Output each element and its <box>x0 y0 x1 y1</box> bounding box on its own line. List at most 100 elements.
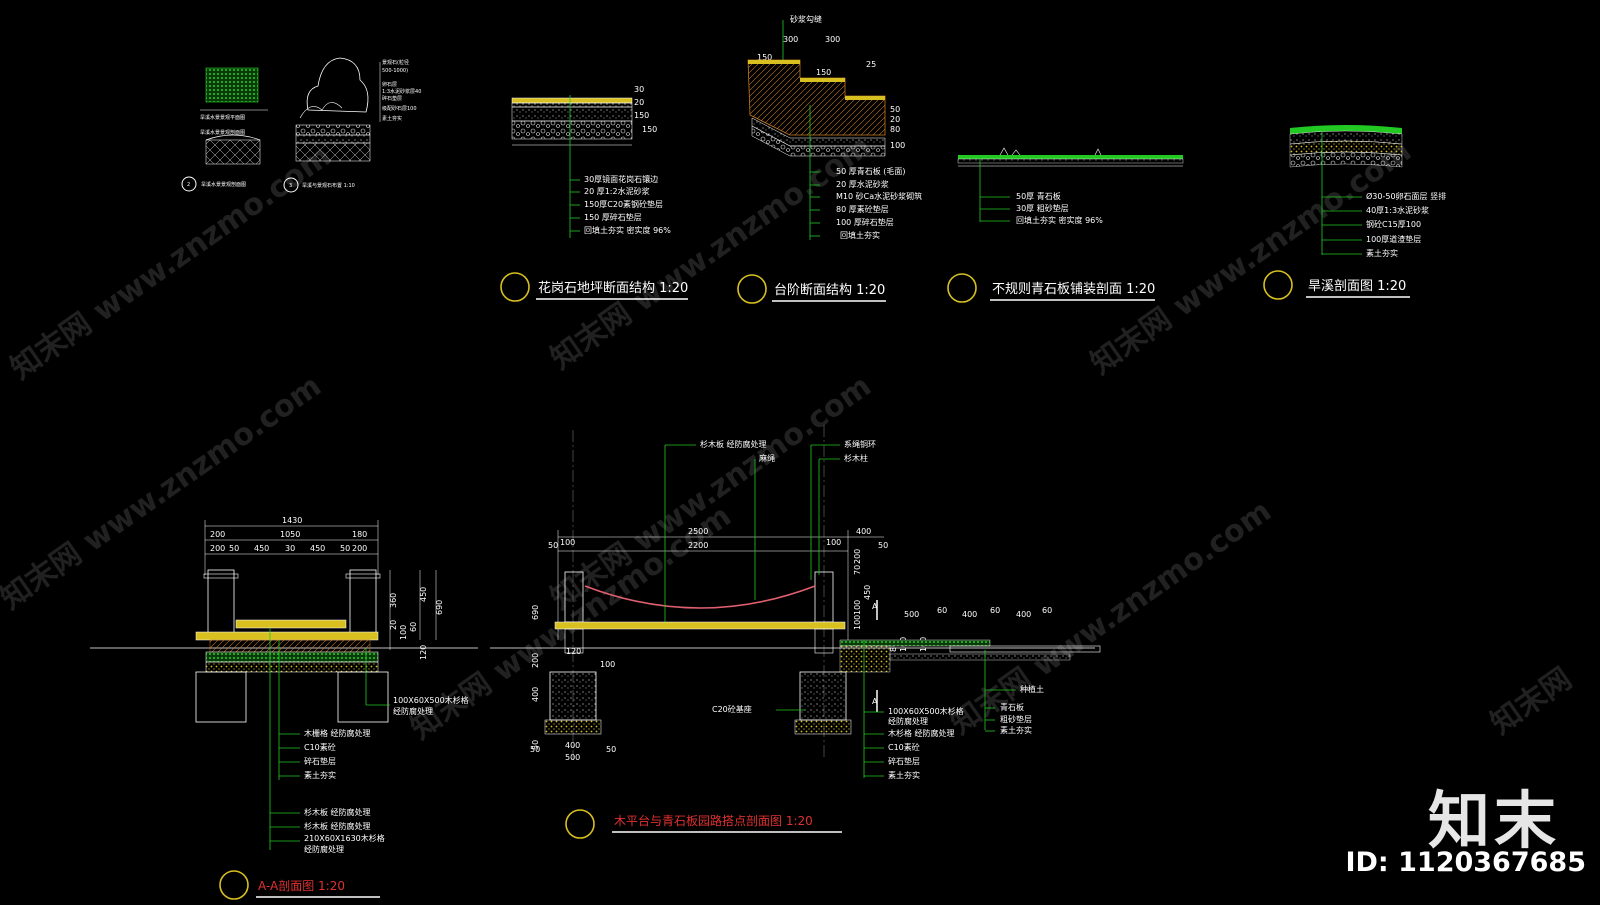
dim-label: 50 <box>606 745 616 754</box>
dim-label: 100 <box>890 141 905 150</box>
landscape-rock-shape <box>306 57 369 113</box>
steps-dims: 300 300 25 150 150 50 20 80 100 <box>757 35 905 150</box>
dim-label: 1430 <box>282 516 302 525</box>
title-bubble <box>565 809 595 839</box>
creek-section-hatch <box>205 139 261 165</box>
aa-note: 210X60X1630木杉格 <box>304 833 385 843</box>
dim-label: 150 <box>642 125 657 134</box>
platform-note: 杉木板 经防腐处理 <box>700 439 767 449</box>
dim-label: 400 <box>1016 610 1031 619</box>
title-bubble <box>500 272 530 302</box>
watermark: 知末网 www.znzmo.com <box>0 369 328 617</box>
platform-title: 木平台与青石板园路搭点剖面图 1:20 <box>614 813 813 828</box>
dim-label: 200 <box>352 544 367 553</box>
steps-note: 100 厚碎石垫层 <box>836 217 894 227</box>
footing <box>337 671 389 723</box>
footing <box>195 671 247 723</box>
hemp-rope <box>584 585 816 609</box>
dim-label: 80 <box>889 642 898 652</box>
aa-note: 杉木板 经防腐处理 <box>304 807 371 817</box>
watermark: 知末网 www.znzmo.com <box>545 129 878 377</box>
timber-post <box>349 569 377 636</box>
rock-note: 1:3水泥砂浆层40 <box>382 88 421 95</box>
detail-circle-3 <box>283 177 299 193</box>
rock-note: 素土夯实 <box>382 115 402 122</box>
platform-note: 碎石垫层 <box>888 756 920 766</box>
creek-note: 钢砼C15厚100 <box>1366 219 1421 229</box>
granite-note: 150 厚碎石垫层 <box>584 212 642 222</box>
rock-note: 卵石层 <box>382 81 397 88</box>
dim-label: 150 <box>634 111 649 120</box>
dim-label: 100 <box>853 615 862 630</box>
platform-deck <box>554 621 846 630</box>
aa-section: 1430 200 1050 180 200 50 450 30 450 50 2… <box>90 516 478 900</box>
dim-label: 450 <box>254 544 269 553</box>
dry-creek-section: Ø30-50卵石面层 竖排 40厚1:3水泥砂浆 钢砼C15厚100 100厚道… <box>1263 125 1446 300</box>
dim-label: 200 <box>531 653 540 668</box>
dim-label: 20 <box>389 620 398 630</box>
watermark: 知末网 www.znzmo.com <box>545 369 878 617</box>
aa-note: 木栅格 经防腐处理 <box>304 728 371 738</box>
title-bubble <box>1263 270 1293 300</box>
detail-num-2: 2 <box>187 182 190 188</box>
granite-title: 花岗石地坪断面结构 1:20 <box>538 280 688 296</box>
granite-section: 30 20 150 150 30厚镜面花岗石镶边 20 厚1:2水泥砂浆 150… <box>500 85 688 302</box>
steps-title: 台阶断面结构 1:20 <box>774 283 885 298</box>
slate-note: 50厚 青石板 <box>1016 191 1061 201</box>
platform-note: 100X60X500木杉格 <box>888 706 964 716</box>
dim-label: 690 <box>531 605 540 620</box>
dim-label: 20 <box>890 115 900 124</box>
creek-plan-hatch <box>205 67 259 103</box>
aa-title: A-A剖面图 1:20 <box>258 879 345 893</box>
dim-label: 400 <box>531 687 540 702</box>
dim-label: 450 <box>419 587 428 602</box>
platform-note: 素土夯实 <box>1000 725 1032 735</box>
detail-label-b: 旱溪水景景观剖面图 <box>200 129 245 136</box>
dim-label: 400 <box>962 610 977 619</box>
dim-label: 100 <box>600 660 615 669</box>
dim-label: 20 <box>634 98 644 107</box>
aa-note: C10素砼 <box>304 742 336 752</box>
small-detail-group: 旱溪水景景观平面图 旱溪水景景观剖面图 2 旱溪水景景观剖面图 景观石(粒径 5… <box>181 57 421 193</box>
dim-label: 400 <box>856 527 871 536</box>
platform-section: 2500 2200 400 50 100 100 50 690 200 400 … <box>490 425 1101 839</box>
dim-label: 50 <box>530 745 540 754</box>
creek-note: 素土夯实 <box>1366 248 1398 258</box>
creek-note: Ø30-50卵石面层 竖排 <box>1366 191 1446 201</box>
granite-note: 20 厚1:2水泥砂浆 <box>584 186 650 196</box>
dim-label: 400 <box>565 741 580 750</box>
dim-label: 100 <box>826 538 841 547</box>
timber-post <box>207 569 235 636</box>
slate-title: 不规则青石板铺装剖面 1:20 <box>992 282 1155 297</box>
dim-label: 120 <box>419 645 428 660</box>
watermark: 知末网 www.znzmo.com <box>945 494 1278 742</box>
resource-id: ID: 1120367685 <box>1345 847 1586 878</box>
slate-section: 50厚 青石板 30厚 粗砂垫层 回填土夯实 密实度 96% 不规则青石板铺装剖… <box>947 147 1184 303</box>
detail-num-3: 3 <box>289 183 292 189</box>
dim-label: 500 <box>904 610 919 619</box>
platform-note: 粗砂垫层 <box>1000 714 1032 724</box>
detail-label-b2: 旱溪水景景观剖面图 <box>201 181 246 188</box>
dim-label: 450 <box>863 585 872 600</box>
dim-label: 100 <box>399 625 408 640</box>
dim-label: 2200 <box>688 541 708 550</box>
granite-top-layer <box>511 97 633 104</box>
aa-note: 经防腐处理 <box>304 844 344 854</box>
watermark: 知末网 <box>1485 661 1579 741</box>
dim-label: 100 <box>560 538 575 547</box>
c20-footing <box>799 671 847 721</box>
granite-note: 30厚镜面花岗石镶边 <box>584 174 658 184</box>
platform-note: 素土夯实 <box>888 770 920 780</box>
brand-logo: 知末 <box>1427 784 1560 857</box>
aa-note: 杉木板 经防腐处理 <box>304 821 371 831</box>
dim-label: 1050 <box>280 530 300 539</box>
dim-label: 180 <box>352 530 367 539</box>
platform-note: 麻绳 <box>759 453 775 463</box>
dim-label: 30 <box>634 85 644 94</box>
dim-label: 30 <box>285 544 295 553</box>
dim-label: 80 <box>890 125 900 134</box>
steps-note: 回填土夯实 <box>840 230 880 240</box>
dim-label: 60 <box>937 606 947 615</box>
detail-label-a: 旱溪水景景观平面图 <box>200 114 245 121</box>
aa-note: 100X60X500木杉格 <box>393 695 469 705</box>
